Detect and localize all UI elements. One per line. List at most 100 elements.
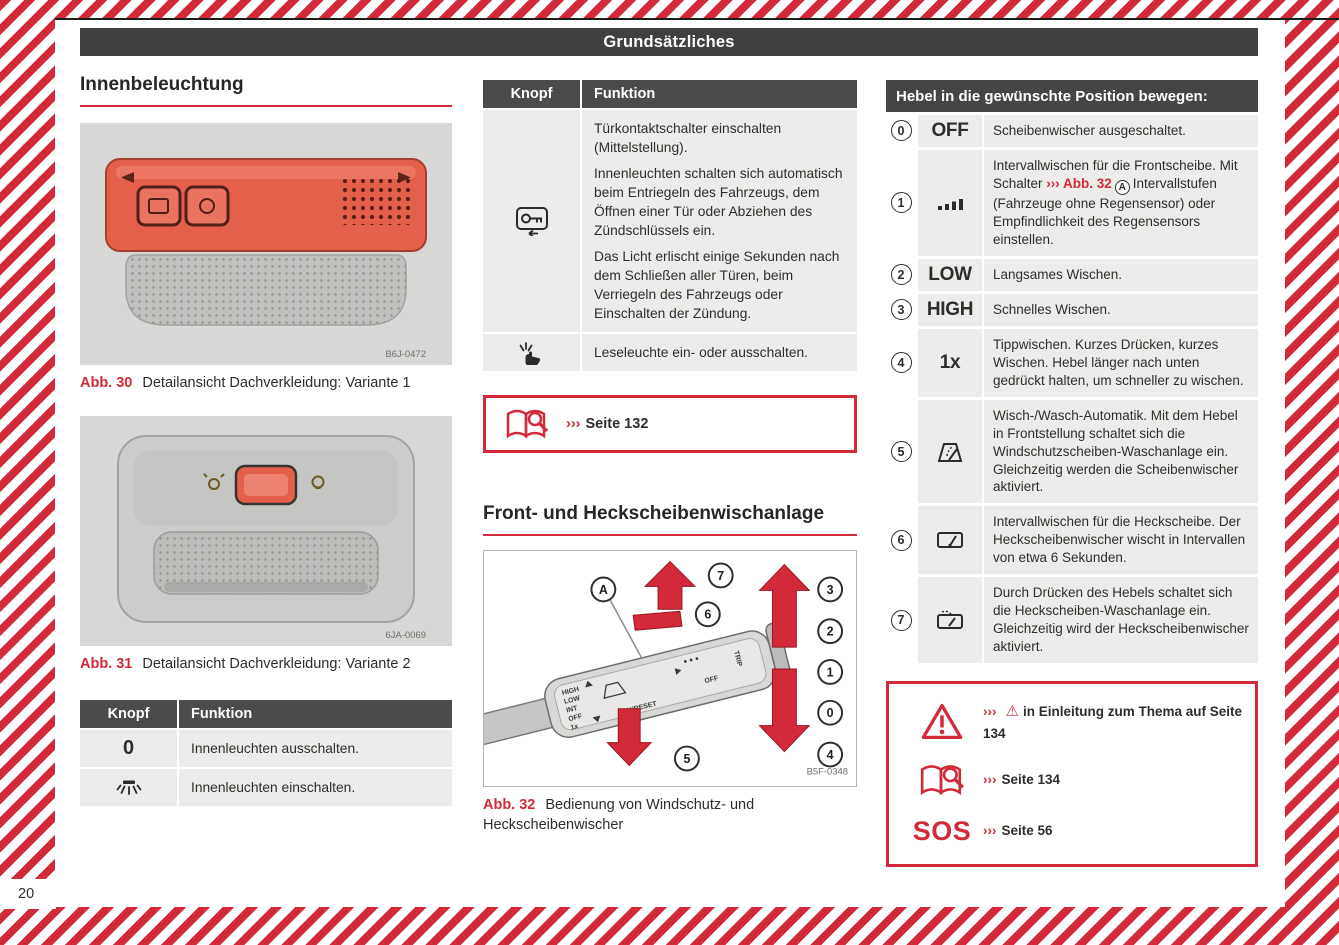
page-reference-link[interactable]: ›››Seite 132 — [566, 416, 649, 433]
svg-text:1x: 1x — [570, 723, 579, 732]
page-header: Grundsätzliches — [80, 28, 1258, 56]
top-rule-line — [55, 18, 1339, 20]
stalk-up-arrow-glyph — [585, 681, 593, 688]
position-symbol-cell — [918, 399, 982, 504]
figure-code: B6J-0472 — [385, 349, 426, 360]
down-arrow-right — [758, 668, 811, 753]
book-reference-link[interactable]: ›››Seite 134 — [983, 771, 1061, 787]
up-arrow — [643, 561, 697, 611]
left-marker-icon — [121, 172, 134, 183]
position-number-cell: 6 — [886, 506, 916, 575]
position-number-cell: 1 — [886, 149, 916, 256]
warning-reference-row: ›››⚠in Einleitung zum Thema auf Seite 13… — [897, 692, 1247, 753]
column-header-knopf: Knopf — [80, 700, 177, 729]
down-arrow-bottom — [606, 708, 653, 767]
position-description: Wisch-/Wasch-Automatik. Mit dem Hebel in… — [984, 399, 1258, 504]
svg-text:HIGH: HIGH — [561, 686, 580, 697]
stalk-down-arrow-glyph — [592, 715, 601, 723]
section-title-wischanlage: Front- und Heckscheibenwischanlage — [483, 503, 857, 537]
figure-reference-link[interactable]: ››› Abb. 32 — [1046, 175, 1112, 191]
sos-label: SOS — [912, 815, 972, 846]
direction-arrows — [606, 561, 811, 767]
position-number-cell: 0 — [886, 115, 916, 147]
callout-a-badge: A — [1114, 180, 1130, 196]
intermittent-bars-icon — [938, 198, 963, 210]
table-cell-symbol: 0 — [80, 730, 177, 768]
interior-light-icon — [116, 780, 141, 795]
figure-label: Abb. 31 — [80, 655, 133, 672]
position-symbol-cell — [918, 577, 982, 664]
sos-reference-link[interactable]: ›››Seite 56 — [983, 823, 1053, 839]
reading-light-glyph — [203, 472, 225, 490]
svg-text:6: 6 — [704, 608, 711, 622]
book-search-icon — [920, 764, 965, 795]
svg-text:4: 4 — [827, 748, 834, 762]
page-number: 20 — [0, 879, 56, 909]
position-number-cell: 7 — [886, 577, 916, 664]
svg-text:A: A — [599, 583, 608, 597]
position-symbol-high: HIGH — [918, 293, 982, 326]
roof-lens — [153, 530, 379, 595]
table-cell-symbol — [483, 334, 580, 372]
figure-abb31: 6JA-0069 — [80, 415, 452, 646]
page-title: Grundsätzliches — [603, 32, 735, 51]
table-cell-symbol — [80, 769, 177, 807]
position-description: Durch Drücken des Hebels schaltet sich d… — [984, 577, 1258, 664]
knopf-funktion-table-middle: Knopf Funktion Türkontaktschalter einsch… — [483, 80, 857, 372]
wiper-stalk[interactable]: HIGH LOW INT OFF 1x OK/RESET OFF TRIP — [467, 622, 793, 763]
page-reference-box: ›››Seite 132 — [483, 395, 857, 454]
svg-text:0: 0 — [827, 707, 834, 721]
position-number-cell: 2 — [886, 258, 916, 291]
book-reference-row: ›››Seite 134 — [897, 753, 1247, 807]
position-symbol-low: LOW — [918, 258, 982, 291]
roof-light-variant1-image: B6J-0472 — [80, 123, 452, 365]
column-left: Innenbeleuchtung — [80, 18, 452, 907]
light-switch-button[interactable] — [136, 185, 182, 227]
column-header-funktion: Funktion — [582, 80, 857, 108]
position-description: Scheibenwischer ausgeschaltet. — [984, 115, 1258, 147]
table-cell-function: Türkontaktschalter einschalten (Mittelst… — [582, 110, 857, 333]
book-search-icon — [506, 410, 549, 439]
warning-reference-link[interactable]: ›››⚠in Einleitung zum Thema auf Seite 13… — [983, 703, 1242, 741]
page-sheet: Grundsätzliches Innenbeleuchtung — [55, 18, 1285, 907]
reading-light-icon — [519, 341, 540, 365]
callout-leader-line — [609, 600, 642, 658]
position-number-cell: 5 — [886, 399, 916, 504]
figure-abb32: HIGH LOW INT OFF 1x OK/RESET OFF TRIP — [467, 550, 857, 788]
up-arrow-right — [758, 564, 811, 648]
rear-wiper-icon — [937, 532, 963, 549]
speaker-grille — [338, 179, 412, 225]
position-description: Intervallwischen für die Frontscheibe. M… — [984, 149, 1258, 256]
switch-lever — [632, 611, 683, 632]
figure-code: B5F-0348 — [807, 767, 848, 778]
light-switch-button-2[interactable] — [184, 185, 230, 227]
section-title-innenbeleuchtung: Innenbeleuchtung — [80, 74, 452, 107]
figure-label: Abb. 32 — [483, 797, 536, 814]
svg-text:2: 2 — [827, 625, 834, 639]
windshield-glyph — [603, 682, 627, 700]
svg-text:OFF: OFF — [704, 675, 719, 685]
callout-circles — [590, 562, 844, 772]
column-right: Hebel in die gewünschte Position bewegen… — [886, 18, 1258, 907]
figure-label: Abb. 30 — [80, 375, 133, 391]
position-description: Intervallwischen für die Heckscheibe. De… — [984, 506, 1258, 575]
position-number-cell: 3 — [886, 293, 916, 326]
roof-light-variant2-image: 6JA-0069 — [80, 415, 452, 646]
bulb-glyph — [311, 475, 325, 489]
warning-glyph: ⚠ — [1005, 703, 1019, 721]
position-description: Langsames Wischen. — [984, 258, 1258, 291]
position-description: Tippwischen. Kurzes Drücken, kurzes Wisc… — [984, 328, 1258, 397]
interior-light-switch[interactable] — [234, 464, 298, 505]
svg-text:7: 7 — [717, 569, 724, 583]
svg-text:1: 1 — [827, 666, 834, 680]
wiper-position-table: 0 OFF Scheibenwischer ausgeschaltet. 1 I… — [886, 115, 1258, 664]
column-middle: Knopf Funktion Türkontaktschalter einsch… — [467, 18, 857, 907]
svg-text:LOW: LOW — [563, 695, 581, 706]
wiper-stalk-diagram: HIGH LOW INT OFF 1x OK/RESET OFF TRIP — [467, 551, 856, 781]
position-description: Schnelles Wischen. — [984, 293, 1258, 326]
position-symbol-cell — [918, 149, 982, 256]
